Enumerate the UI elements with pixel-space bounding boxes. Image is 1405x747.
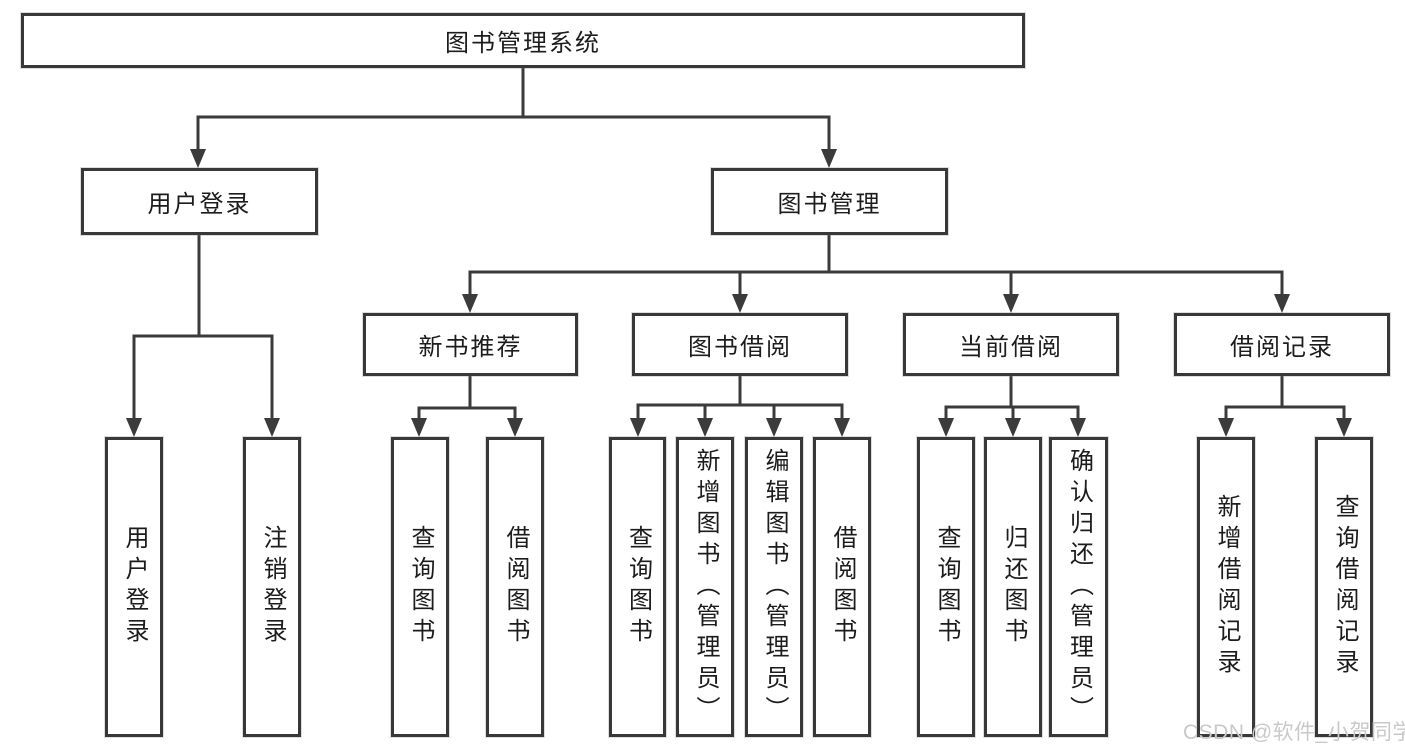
leaf-confirm-return-admin-label: 确认归还（管理员） — [1065, 447, 1093, 727]
leaf-edit-book-admin: 编辑图书（管理员） — [745, 437, 803, 737]
arrowhead-down-icon — [697, 418, 713, 437]
node-new-book-recommend: 新书推荐 — [363, 313, 578, 376]
leaf-add-book-admin-label: 新增图书（管理员） — [692, 447, 719, 727]
leaf-add-book-admin: 新增图书（管理员） — [676, 437, 734, 737]
leaf-confirm-return-admin: 确认归还（管理员） — [1049, 437, 1108, 737]
arrowhead-down-icon — [1070, 418, 1086, 437]
leaf-query-borrow-record: 查询借阅记录 — [1315, 437, 1373, 737]
arrowhead-down-icon — [462, 294, 478, 313]
arrowhead-down-icon — [507, 418, 523, 437]
leaf-user-login: 用户登录 — [105, 437, 163, 737]
node-book-management: 图书管理 — [711, 168, 948, 235]
node-book-borrowing: 图书借阅 — [632, 313, 848, 376]
leaf-query-books-2-label: 查询图书 — [624, 525, 652, 649]
leaf-edit-book-admin-label: 编辑图书（管理员） — [761, 447, 788, 727]
node-new-book-recommend-label: 新书推荐 — [418, 334, 523, 361]
leaf-logout-label: 注销登录 — [259, 525, 286, 649]
node-root-label: 图书管理系统 — [445, 30, 601, 57]
arrowhead-down-icon — [834, 418, 850, 437]
leaf-query-books-1-label: 查询图书 — [407, 525, 434, 649]
node-book-borrowing-label: 图书借阅 — [688, 334, 792, 361]
leaf-query-books-3-label: 查询图书 — [933, 525, 960, 649]
arrowhead-down-icon — [1003, 294, 1019, 313]
node-book-management-label: 图书管理 — [777, 191, 882, 218]
arrowhead-down-icon — [190, 149, 206, 168]
arrowhead-down-icon — [1218, 418, 1234, 437]
leaf-query-books-2: 查询图书 — [609, 437, 666, 737]
leaf-borrow-books-1: 借阅图书 — [486, 437, 544, 737]
node-user-login: 用户登录 — [81, 168, 318, 235]
leaf-logout: 注销登录 — [243, 437, 301, 737]
node-user-login-label: 用户登录 — [147, 191, 252, 218]
leaf-user-login-label: 用户登录 — [121, 525, 148, 649]
node-current-borrowing: 当前借阅 — [903, 313, 1119, 376]
arrowhead-down-icon — [411, 418, 427, 437]
leaf-query-books-3: 查询图书 — [917, 437, 975, 737]
leaf-add-borrow-record: 新增借阅记录 — [1197, 437, 1255, 737]
watermark: CSDN @软件_小贺同学 — [1183, 721, 1405, 744]
leaf-query-books-1: 查询图书 — [391, 437, 449, 737]
leaf-borrow-books-1-label: 借阅图书 — [502, 525, 529, 649]
node-root: 图书管理系统 — [21, 13, 1025, 68]
arrowhead-down-icon — [732, 294, 748, 313]
arrowhead-down-icon — [821, 149, 837, 168]
leaf-add-borrow-record-label: 新增借阅记录 — [1213, 494, 1240, 680]
arrowhead-down-icon — [1336, 418, 1352, 437]
leaf-borrow-books-2: 借阅图书 — [813, 437, 871, 737]
arrowhead-down-icon — [1274, 294, 1290, 313]
arrowhead-down-icon — [938, 418, 954, 437]
arrowhead-down-icon — [126, 418, 142, 437]
node-borrowing-records-label: 借阅记录 — [1230, 334, 1334, 361]
node-current-borrowing-label: 当前借阅 — [959, 334, 1063, 361]
leaf-return-books-label: 归还图书 — [1000, 525, 1027, 649]
arrowhead-down-icon — [766, 418, 782, 437]
arrowhead-down-icon — [1005, 418, 1021, 437]
leaf-return-books: 归还图书 — [984, 437, 1042, 737]
leaf-query-borrow-record-label: 查询借阅记录 — [1331, 494, 1358, 680]
leaf-borrow-books-2-label: 借阅图书 — [829, 525, 856, 649]
arrowhead-down-icon — [264, 418, 280, 437]
node-borrowing-records: 借阅记录 — [1174, 313, 1390, 376]
arrowhead-down-icon — [630, 418, 646, 437]
